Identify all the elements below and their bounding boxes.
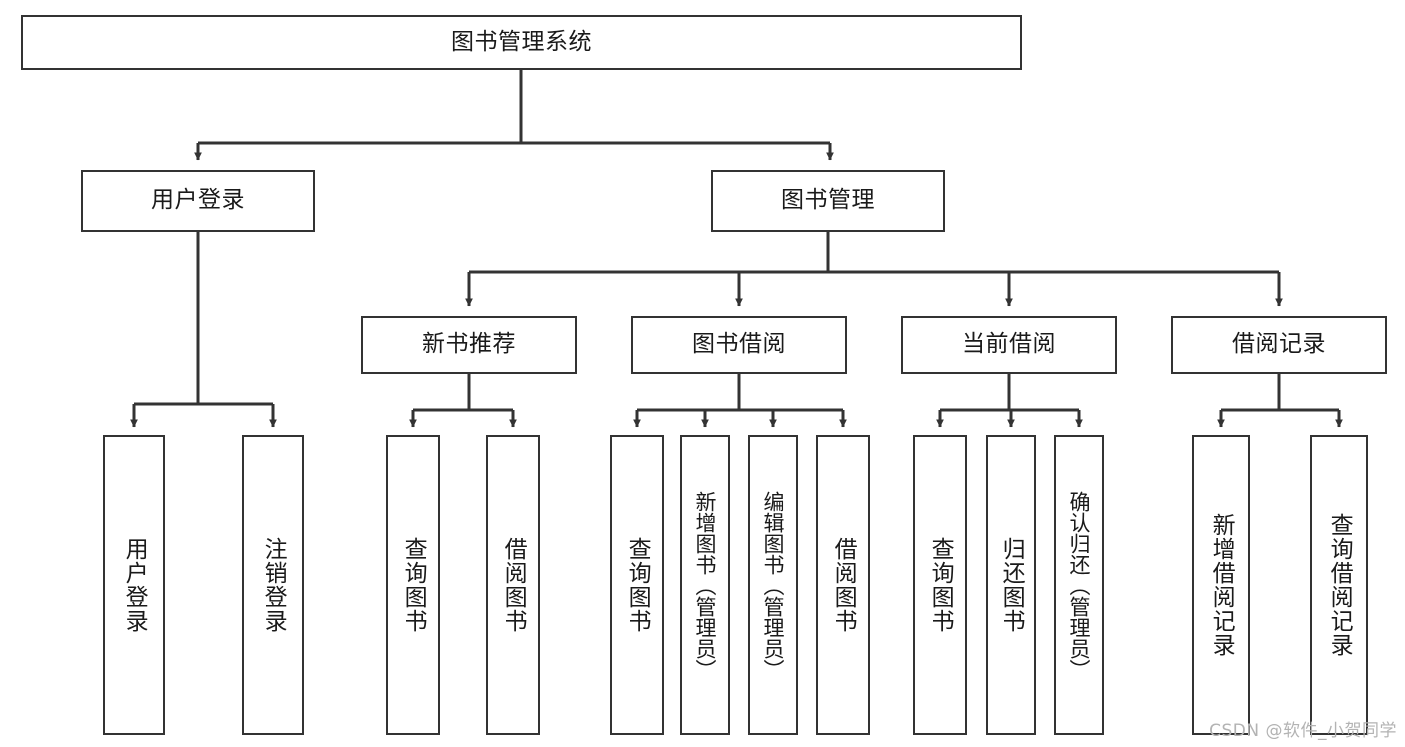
node-new-book-rec[interactable]: 新书推荐 [361,316,577,374]
node-leaf-query-book-current-label: 查询图书 [927,537,954,633]
node-current-borrow-label: 当前借阅 [962,331,1056,358]
node-leaf-query-book-borrow-label: 查询图书 [624,537,651,633]
node-leaf-user-logout-label: 注销登录 [260,537,287,633]
node-leaf-confirm-return[interactable]: 确认归还（管理员） [1054,435,1104,735]
node-leaf-edit-book-label: 编辑图书（管理员） [761,490,786,680]
node-new-book-rec-label: 新书推荐 [422,331,516,358]
node-leaf-borrow-book-rec-label: 借阅图书 [500,537,527,633]
node-leaf-edit-book[interactable]: 编辑图书（管理员） [748,435,798,735]
node-leaf-return-book[interactable]: 归还图书 [986,435,1036,735]
node-book-manage[interactable]: 图书管理 [711,170,945,232]
node-leaf-query-book-rec[interactable]: 查询图书 [386,435,440,735]
watermark: CSDN @软件_小贺同学 [1209,721,1397,741]
node-leaf-query-record-label: 查询借阅记录 [1326,513,1353,657]
node-leaf-user-logout[interactable]: 注销登录 [242,435,304,735]
node-root[interactable]: 图书管理系统 [21,15,1022,70]
node-book-borrow[interactable]: 图书借阅 [631,316,847,374]
node-book-borrow-label: 图书借阅 [692,331,786,358]
node-user-login-label: 用户登录 [151,187,245,214]
node-leaf-return-book-label: 归还图书 [998,537,1025,633]
node-leaf-confirm-return-label: 确认归还（管理员） [1067,490,1092,680]
node-borrow-record-label: 借阅记录 [1232,331,1326,358]
node-leaf-query-book-rec-label: 查询图书 [400,537,427,633]
node-leaf-user-login-label: 用户登录 [121,537,148,633]
node-leaf-add-record[interactable]: 新增借阅记录 [1192,435,1250,735]
node-current-borrow[interactable]: 当前借阅 [901,316,1117,374]
node-user-login[interactable]: 用户登录 [81,170,315,232]
node-leaf-query-record[interactable]: 查询借阅记录 [1310,435,1368,735]
node-borrow-record[interactable]: 借阅记录 [1171,316,1387,374]
node-leaf-add-book[interactable]: 新增图书（管理员） [680,435,730,735]
node-leaf-borrow-book-rec[interactable]: 借阅图书 [486,435,540,735]
node-leaf-borrow-book[interactable]: 借阅图书 [816,435,870,735]
node-root-label: 图书管理系统 [451,28,592,55]
node-leaf-query-book-current[interactable]: 查询图书 [913,435,967,735]
node-leaf-add-book-label: 新增图书（管理员） [693,490,718,680]
node-leaf-add-record-label: 新增借阅记录 [1208,513,1235,657]
node-leaf-query-book-borrow[interactable]: 查询图书 [610,435,664,735]
node-leaf-user-login[interactable]: 用户登录 [103,435,165,735]
node-leaf-borrow-book-label: 借阅图书 [830,537,857,633]
node-book-manage-label: 图书管理 [781,187,875,214]
